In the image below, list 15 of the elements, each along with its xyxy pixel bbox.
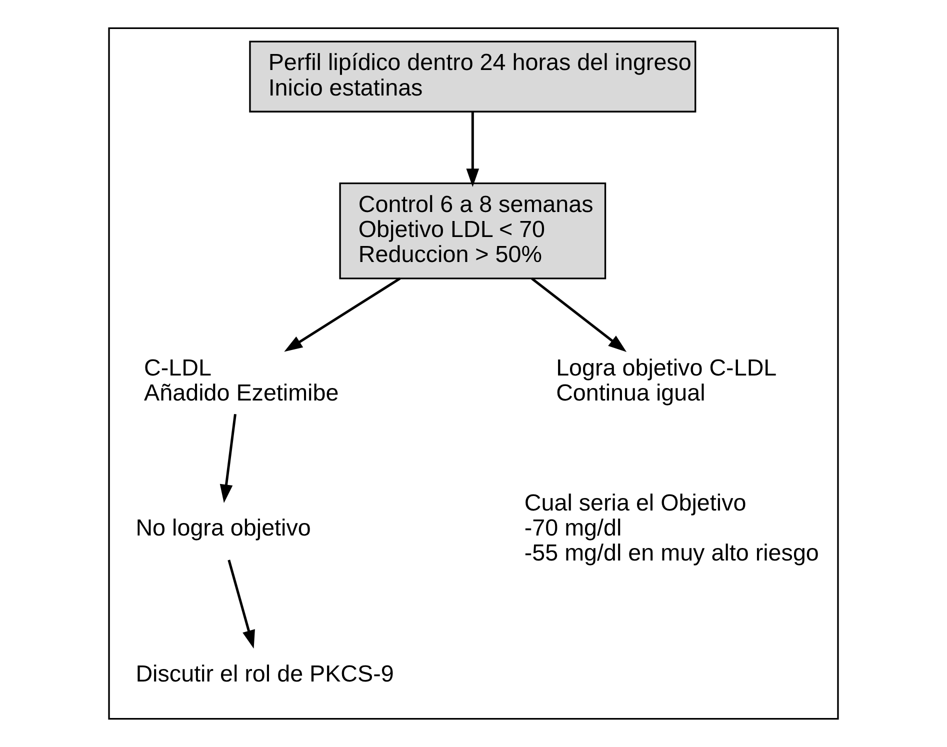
arrow [284,277,401,352]
node-text: Discutir el rol de PKCS-9 [136,660,394,687]
node-box: Perfil lipídico dentro 24 horas del ingreso Inicio estatinas [249,40,696,112]
node-text: Logra objetivo C-LDL Continua igual [556,354,777,406]
label: -55 mg/dl en muy alto riesgo [524,540,819,566]
node-box: Control 6 a 8 semanas Objetivo LDL < 70 Reduccion > 50% [339,182,606,280]
arrow [531,277,627,352]
node-text: No logra objetivo [136,514,311,541]
arrow [466,112,480,187]
label: Cual seria el Objetivo [524,490,746,516]
label: -70 mg/dl [524,514,622,541]
node-text: C-LDL Añadido Ezetimibe [144,354,339,406]
cluster [108,27,839,720]
arrow [228,560,255,649]
arrow [220,414,236,503]
